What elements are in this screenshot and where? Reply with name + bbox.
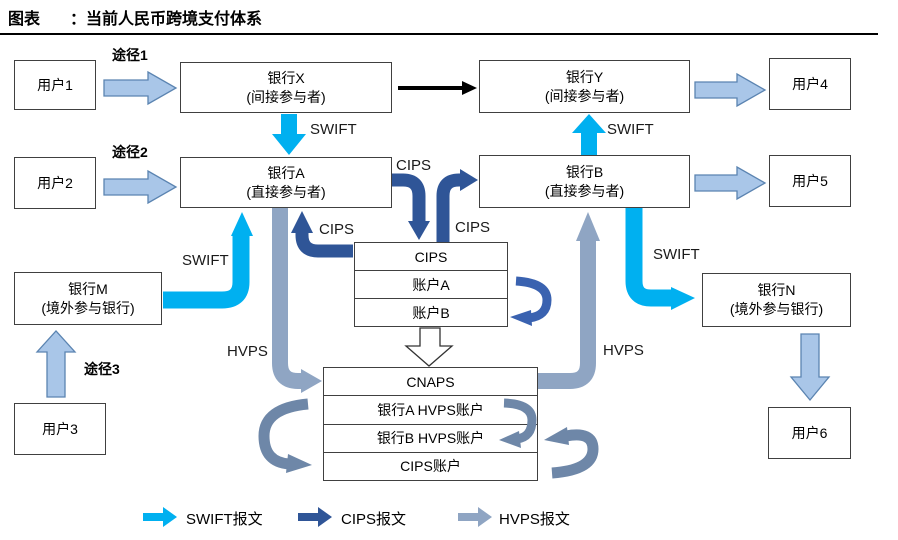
path1-arrow (103, 70, 178, 106)
bankx-to-banky-arrowhead (462, 81, 477, 95)
path1-label: 途径1 (112, 47, 148, 63)
swift-label-b-n: SWIFT (653, 246, 700, 263)
path3-label: 途径3 (84, 361, 120, 377)
path3-arrow (35, 330, 77, 398)
node-user3: 用户3 (14, 403, 106, 455)
legend-cips-label: CIPS报文 (341, 511, 407, 528)
node-bank-a-name: 银行A (267, 164, 305, 181)
node-user4: 用户4 (769, 58, 851, 110)
cips-arrow-banka-to-cips-head (408, 221, 430, 240)
hvps-cycle-outer-left-head (286, 454, 312, 473)
swift-label-b-y: SWIFT (607, 121, 654, 138)
node-bank-a-role: (直接参与者) (246, 183, 326, 200)
cips-box-row-account-a: 账户A (355, 270, 507, 298)
cips-box: CIPS 账户A 账户B (354, 242, 508, 327)
node-user1: 用户1 (14, 60, 96, 110)
cips-label-cips-b: CIPS (455, 219, 491, 236)
path2-label: 途径2 (112, 144, 148, 160)
node-bank-b-role: (直接参与者) (544, 182, 625, 199)
node-bank-m-name: 银行M (68, 280, 108, 297)
node-bank-x-role: (间接参与者) (246, 88, 326, 105)
cips-label-cips-a: CIPS (319, 221, 355, 238)
node-bank-y: 银行Y (间接参与者) (479, 60, 690, 113)
legend-swift-label: SWIFT报文 (186, 511, 263, 528)
hvps-label-left: HVPS (227, 343, 268, 360)
node-user2-label: 用户2 (37, 174, 73, 191)
node-bank-m: 银行M (境外参与银行) (14, 272, 162, 325)
legend-cips-arrow (298, 507, 332, 527)
cips-arrow-cips-to-banka-head (291, 211, 313, 233)
hvps-band-banka-to-cnaps (272, 208, 306, 389)
node-bank-x: 银行X (间接参与者) (180, 62, 392, 113)
cips-box-row-account-b: 账户B (355, 298, 507, 326)
cips-cycle-accounta-to-accountb (515, 276, 552, 323)
hvps-band-banka-to-cnaps-head (301, 369, 322, 393)
cnaps-box-row-bank-a-hvps: 银行A HVPS账户 (324, 395, 537, 423)
cnaps-box: CNAPS 银行A HVPS账户 银行B HVPS账户 CIPS账户 (323, 367, 538, 481)
swift-label-m-a: SWIFT (182, 252, 229, 269)
node-user5: 用户5 (769, 155, 851, 207)
swift-arrow-bankx-to-banka (272, 114, 306, 155)
cips-arrow-cips-to-bankb-head (460, 169, 478, 191)
hvps-band-cnaps-to-bankb (538, 240, 596, 389)
node-bank-n: 银行N (境外参与银行) (702, 273, 851, 327)
cips-to-cnaps-hollow-arrow (404, 327, 454, 367)
swift-curve-bankm-arrowhead (231, 212, 253, 236)
node-user2: 用户2 (14, 157, 96, 209)
title-colon: ： (70, 11, 87, 28)
swift-arrow-bankb-to-banky (572, 114, 606, 155)
hvps-cycle-outer-left (258, 398, 309, 470)
swift-curve-bankn-arrowhead (671, 287, 695, 310)
cips-cycle-arrowhead (510, 310, 532, 326)
node-bank-y-role: (间接参与者) (544, 87, 625, 104)
bankb-to-user5-arrow (694, 165, 767, 201)
node-bank-y-name: 银行Y (565, 68, 604, 85)
node-user4-label: 用户4 (792, 75, 828, 92)
hvps-band-cnaps-to-bankb-head (576, 212, 600, 241)
hvps-cycle-outer-right (551, 429, 599, 479)
node-bank-x-name: 银行X (267, 69, 305, 86)
legend-hvps-arrow (458, 507, 492, 527)
node-bank-b-name: 银行B (565, 163, 604, 180)
node-bank-m-role: (境外参与银行) (41, 299, 135, 316)
node-bank-a: 银行A (直接参与者) (180, 157, 392, 208)
cips-box-row-cips: CIPS (414, 248, 448, 265)
cips-label-a-cips: CIPS (396, 157, 432, 174)
legend-hvps-label: HVPS报文 (499, 511, 570, 528)
node-bank-n-role: (境外参与银行) (729, 301, 824, 317)
cnaps-box-row-bank-b-hvps: 银行B HVPS账户 (324, 423, 537, 452)
node-bank-n-name: 银行N (757, 282, 796, 298)
node-user3-label: 用户3 (42, 420, 78, 437)
path2-arrow (103, 169, 178, 205)
title-prefix: 图表 (8, 11, 41, 28)
title-text: 当前人民币跨境支付体系 (86, 11, 263, 28)
node-bank-b: 银行B (直接参与者) (479, 155, 690, 208)
node-user1-label: 用户1 (37, 76, 73, 93)
banky-to-user4-arrow (694, 72, 767, 108)
hvps-label-right: HVPS (603, 342, 644, 359)
swift-label-x-a: SWIFT (310, 121, 357, 138)
page-title: 图表 ：当前人民币跨境支付体系 (8, 5, 262, 29)
title-underline (0, 33, 878, 35)
legend-swift-arrow (143, 507, 177, 527)
node-user6-label: 用户6 (791, 424, 828, 441)
cnaps-box-row-cips-account: CIPS账户 (324, 451, 537, 480)
node-user6: 用户6 (768, 407, 851, 459)
hvps-cycle-outer-right-head (544, 427, 569, 445)
cips-arrow-banka-to-cips (392, 173, 426, 221)
bankn-to-user6-arrow (789, 333, 831, 402)
cnaps-box-row-cnaps: CNAPS (406, 373, 455, 390)
node-user5-label: 用户5 (792, 172, 828, 189)
